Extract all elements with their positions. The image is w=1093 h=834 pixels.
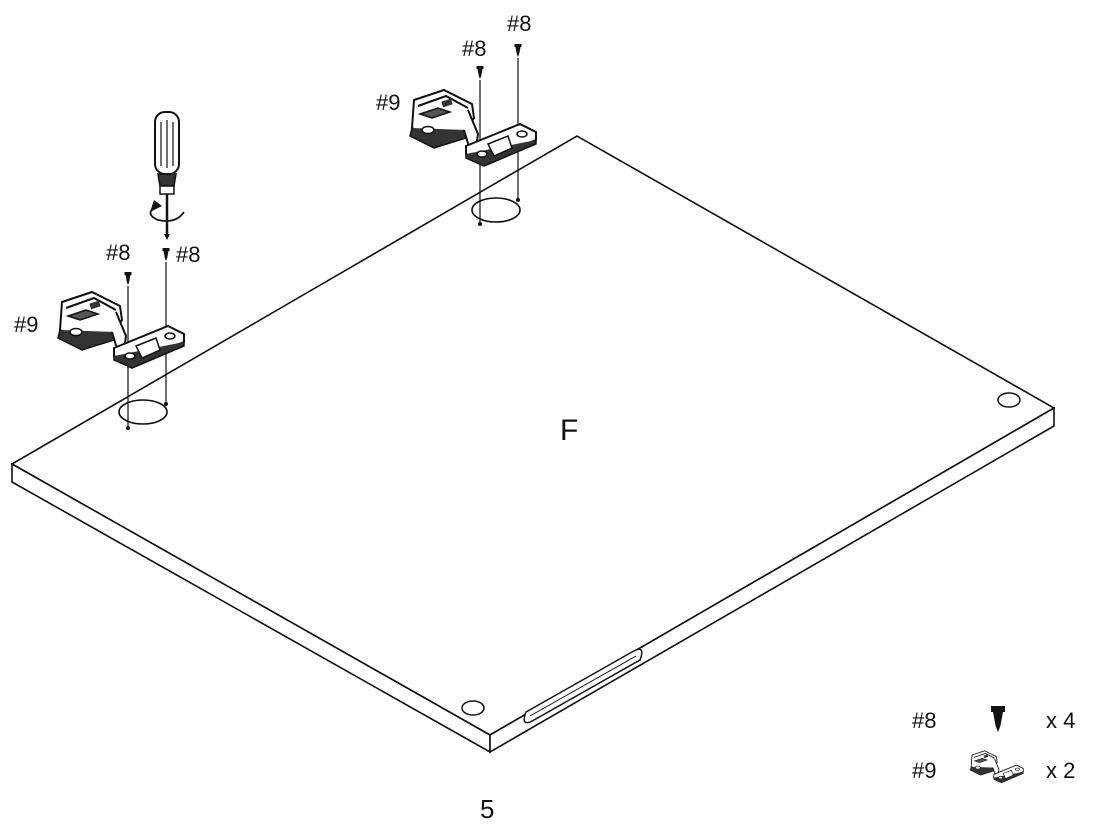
panel-f [10,135,1056,754]
screw-icon [476,66,484,79]
hinge-label: #9 [376,90,400,115]
screw-label: #8 [176,242,200,267]
screw-icon [162,248,170,261]
screw-icon [124,272,132,285]
screw-icon [514,44,522,57]
screw-icon [991,706,1005,732]
cup-hole-left [118,399,168,425]
screw-label: #8 [462,36,486,61]
legend-part-label: #9 [912,758,936,783]
panel-label: F [560,414,578,447]
page-number: 5 [480,794,494,824]
legend-qty: x 2 [1046,758,1075,783]
hinge-label: #9 [14,312,38,337]
hinge-icon [969,750,1024,784]
screw-label: #8 [507,11,531,36]
hinge-right-assembly: #8 #8 #9 [376,11,537,226]
legend-qty: x 4 [1046,708,1075,733]
pin-hole-right [997,392,1021,408]
screw-label: #8 [106,240,130,265]
legend-part-label: #8 [912,708,936,733]
handle-slot [523,648,643,724]
parts-legend: #8 x 4 #9 x 2 [912,706,1075,784]
screwdriver-icon [149,111,185,240]
hinge-left-assembly: #8 #8 #9 [14,111,200,430]
pin-hole-bottom [461,700,485,716]
cup-hole-right [471,197,521,223]
